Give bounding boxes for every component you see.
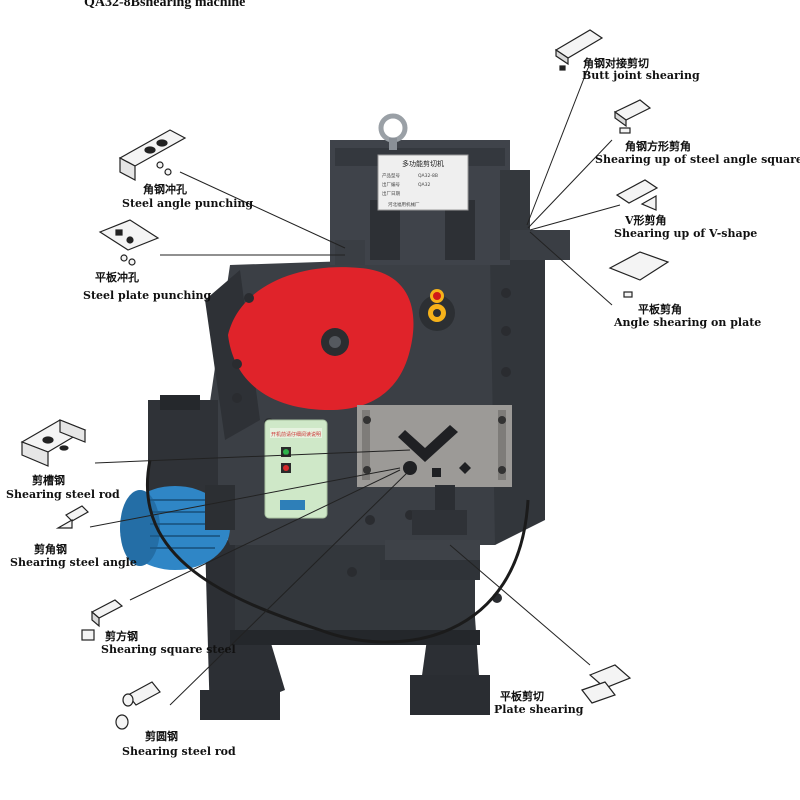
belt-guard (205, 270, 260, 440)
butt-joint-label: Butt joint shearing (582, 69, 700, 82)
plate-punch-label: Steel plate punching (83, 289, 212, 302)
angle-steel-icon (55, 505, 89, 529)
round-rod-label: Shearing steel rod (122, 745, 236, 758)
process-icons (20, 29, 670, 730)
butt-joint-label-cn: 角钢对接剪切 (583, 57, 649, 70)
round-rod-icon (115, 681, 161, 730)
v-shape-label: Shearing up of V-shape (614, 227, 758, 240)
butt-joint-icon (554, 29, 604, 71)
tooling-plate (357, 405, 512, 580)
square-angle-icon (613, 99, 652, 134)
angle-on-plate-icon (608, 251, 670, 298)
angle-steel-label-cn: 剪角钢 (34, 543, 67, 556)
plate-shear-icon (581, 664, 632, 704)
page-title: QA32-8Bshearing machine (84, 0, 246, 10)
motor-assembly (120, 395, 235, 570)
angle-plate-label-cn: 平板剪角 (638, 303, 682, 316)
leader-lines (89, 67, 621, 706)
drive-gear (419, 289, 455, 331)
nameplate-row1-value: QA32-8B (418, 173, 438, 179)
stop-button (283, 465, 289, 471)
nameplate-heading: 多功能剪切机 (402, 159, 444, 168)
square-steel-icon (81, 599, 124, 641)
round-hole (403, 461, 417, 475)
square-angle-label-cn: 角钢方形剪角 (625, 140, 691, 153)
nameplate-row3-label: 出厂日期 (382, 190, 400, 197)
square-steel-label-cn: 剪方钢 (105, 630, 138, 643)
plate-shear-label-cn: 平板剪切 (500, 690, 544, 703)
square-angle-label: Shearing up of steel angle square (595, 153, 800, 166)
nameplate: 多功能剪切机 产品型号 QA32-8B 出厂编号 QA32 出厂日期 河北福用机… (377, 154, 469, 211)
power-cable (146, 459, 530, 644)
channel-label: Shearing steel rod (6, 488, 120, 501)
diamond-hole (459, 462, 471, 474)
lifting-eye (378, 113, 408, 150)
v-shear-opening (398, 425, 458, 462)
angle-punch-label: Steel angle punching (122, 197, 254, 210)
plate-shear-label: Plate shearing (494, 703, 584, 716)
angle-punch-icon (118, 129, 187, 181)
round-rod-label-cn: 剪圆钢 (145, 730, 178, 743)
control-box-label: 开机前请仔细阅读说明 (271, 431, 321, 438)
angle-plate-label: Angle shearing on plate (614, 316, 762, 329)
square-steel-label: Shearing square steel (101, 643, 236, 656)
nameplate-maker: 河北福用机械厂 (388, 201, 420, 208)
plate-punch-icon (98, 219, 160, 266)
machine-base (200, 540, 490, 720)
channel-icon (20, 419, 87, 467)
square-hole (432, 468, 441, 477)
v-shape-label-cn: V形剪角 (625, 214, 667, 227)
start-button (283, 449, 289, 455)
v-shape-icon (615, 179, 659, 211)
nameplate-row2-label: 出厂编号 (382, 181, 400, 188)
angle-steel-label: Shearing steel angle (10, 556, 137, 569)
nameplate-row1-label: 产品型号 (382, 172, 400, 179)
channel-label-cn: 剪槽钢 (32, 474, 65, 487)
plate-punch-label-cn: 平板冲孔 (95, 271, 139, 284)
angle-punch-label-cn: 角钢冲孔 (143, 183, 187, 196)
flywheel (228, 267, 414, 410)
nameplate-row2-value: QA32 (418, 182, 430, 188)
control-box: 开机前请仔细阅读说明 (264, 419, 328, 519)
